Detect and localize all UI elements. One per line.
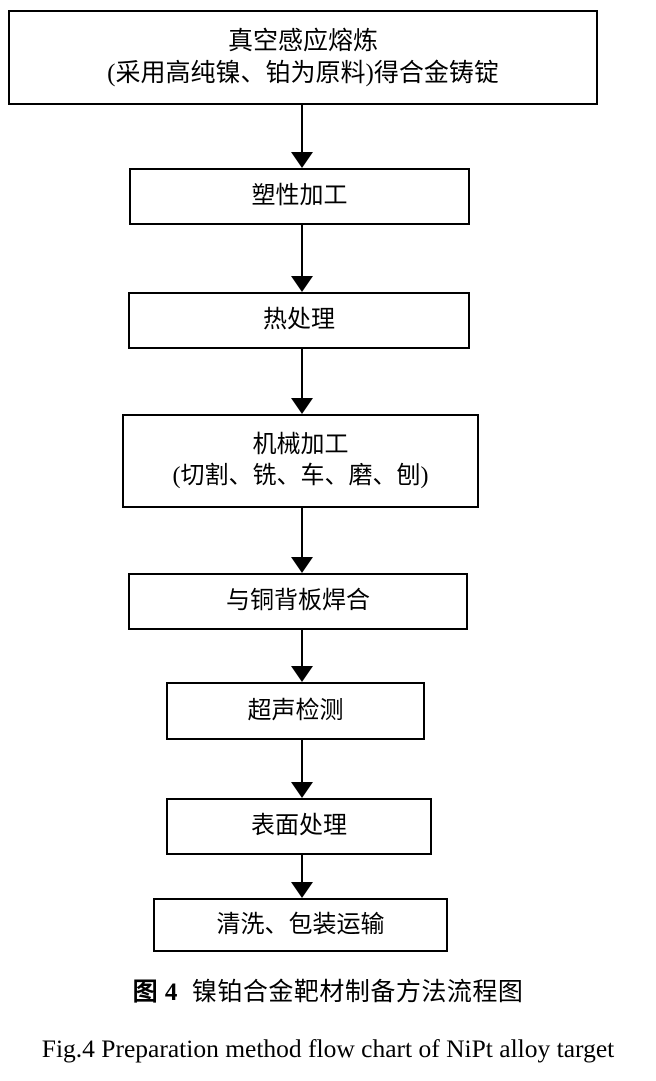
flow-node-ultrasonic-inspection: 超声检测: [166, 682, 425, 740]
figure-number-label: 图 4: [132, 979, 178, 1006]
flow-node-vacuum-induction-melting: 真空感应熔炼 (采用高纯镍、铂为原料)得合金铸锭: [8, 10, 598, 105]
flow-node-line: 超声检测: [247, 697, 344, 724]
connector-stem: [301, 855, 303, 882]
flow-node-surface-treatment: 表面处理: [166, 798, 432, 855]
arrowhead-icon: [291, 882, 313, 898]
flow-node-line: 热处理: [263, 307, 335, 334]
flow-node-bonding-to-copper-backplate: 与铜背板焊合: [128, 573, 468, 630]
figure-caption-chinese-text: 镍铂合金靶材制备方法流程图: [191, 979, 524, 1006]
flow-node-plastic-working: 塑性加工: [129, 168, 470, 225]
flow-node-line: 清洗、包装运输: [216, 911, 385, 938]
flow-node-line: (采用高纯镍、铂为原料)得合金铸锭: [107, 59, 499, 87]
flow-node-line: 塑性加工: [251, 183, 348, 210]
flow-node-line: 真空感应熔炼: [227, 27, 378, 55]
flow-node-machining: 机械加工 (切割、铣、车、磨、刨): [122, 414, 479, 508]
flow-node-line: 机械加工: [252, 432, 349, 459]
connector-stem: [301, 105, 303, 152]
flow-node-cleaning-packaging-transport: 清洗、包装运输: [153, 898, 448, 952]
flow-node-line: 与铜背板焊合: [226, 588, 370, 615]
figure-caption-english: Fig.4 Preparation method flow chart of N…: [41, 1034, 615, 1063]
connector-stem: [301, 508, 303, 557]
arrowhead-icon: [291, 782, 313, 798]
connector-stem: [301, 630, 303, 666]
flow-node-line: 表面处理: [251, 813, 347, 840]
connector-stem: [301, 740, 303, 782]
arrowhead-icon: [291, 557, 313, 573]
arrowhead-icon: [291, 666, 313, 682]
connector-stem: [301, 349, 303, 398]
arrowhead-icon: [291, 276, 313, 292]
arrowhead-icon: [291, 398, 313, 414]
connector-stem: [301, 225, 303, 276]
flow-node-heat-treatment: 热处理: [128, 292, 470, 349]
figure-caption-chinese: 图 4 镍铂合金靶材制备方法流程图: [0, 972, 656, 1008]
arrowhead-icon: [291, 152, 313, 168]
flow-node-line: (切割、铣、车、磨、刨): [172, 463, 429, 489]
